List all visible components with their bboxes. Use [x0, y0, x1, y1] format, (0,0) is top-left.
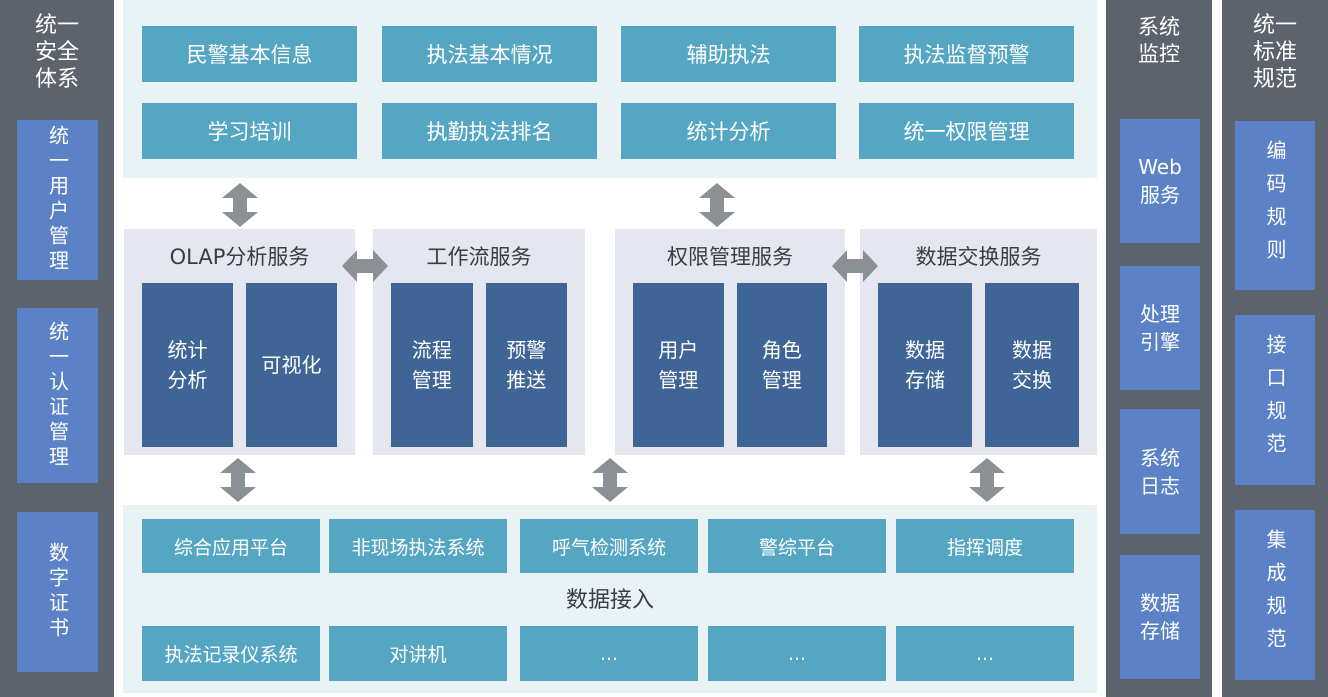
service-box-statistical-analysis: 统计 分析: [142, 283, 233, 447]
service-box-data-storage: 数据 存储: [878, 283, 972, 447]
service-box-data-exchange: 数据 交换: [985, 283, 1079, 447]
service-panel-olap: OLAP分析服务 统计 分析 可视化: [124, 229, 355, 455]
app-box-law-enforcement-info: 执法基本情况: [382, 26, 597, 82]
monitor-sidebar-title: 系统 监控: [1138, 15, 1180, 66]
data-access-title: 数据接入: [565, 588, 654, 613]
double-arrow-horizontal-icon: [342, 250, 388, 282]
access-box-ellipsis-2: ...: [708, 626, 886, 681]
standards-sidebar: 统一 标准 规范 编码规则 接口规范 集成规范: [1222, 0, 1328, 697]
service-panel-workflow-title: 工作流服务: [426, 245, 532, 269]
service-box-visualization: 可视化: [246, 283, 337, 447]
service-panel-data-exchange-title: 数据交换服务: [915, 245, 1042, 269]
service-panel-data-exchange-body: 数据 存储 数据 交换: [860, 283, 1097, 447]
app-box-statistical-analysis: 统计分析: [621, 103, 836, 159]
service-box-role-management: 角色 管理: [736, 283, 827, 447]
access-box-breath-test-system: 呼气检测系统: [520, 519, 698, 573]
double-arrow-vertical-icon: [592, 458, 628, 502]
access-box-offsite-enforcement: 非现场执法系统: [329, 519, 507, 573]
monitor-item-data-storage: 数据 存储: [1120, 555, 1200, 679]
sidebar-item-digital-certificate: 数字证书: [17, 512, 98, 672]
service-panel-data-exchange: 数据交换服务 数据 存储 数据 交换: [860, 229, 1097, 455]
app-box-assisted-enforcement: 辅助执法: [621, 26, 836, 82]
monitor-item-web-service: Web 服务: [1120, 119, 1200, 243]
app-box-unified-permission: 统一权限管理: [859, 103, 1074, 159]
service-box-warning-push: 预警 推送: [485, 283, 567, 447]
monitor-item-system-log: 系统 日志: [1120, 409, 1200, 534]
service-box-process-management: 流程 管理: [391, 283, 473, 447]
sidebar-item-unified-auth-management: 统一认证管理: [17, 308, 98, 483]
standards-item-integration-specification: 集成规范: [1235, 510, 1315, 680]
double-arrow-vertical-icon: [220, 458, 256, 502]
access-box-ellipsis-1: ...: [520, 626, 698, 681]
app-box-supervision-warning: 执法监督预警: [859, 26, 1074, 82]
application-panel: 民警基本信息 执法基本情况 辅助执法 执法监督预警 学习培训 执勤执法排名 统计…: [123, 0, 1097, 178]
access-box-integrated-platform: 综合应用平台: [142, 519, 320, 573]
double-arrow-vertical-icon: [699, 183, 735, 227]
service-panel-permission: 权限管理服务 用户 管理 角色 管理: [615, 229, 845, 455]
data-access-panel: 综合应用平台 非现场执法系统 呼气检测系统 警综平台 指挥调度 数据接入 执法记…: [123, 505, 1097, 693]
service-panel-olap-title: OLAP分析服务: [169, 245, 310, 269]
access-box-body-camera-system: 执法记录仪系统: [142, 626, 320, 681]
access-box-walkie-talkie: 对讲机: [329, 626, 507, 681]
monitor-item-processing-engine: 处理 引擎: [1120, 266, 1200, 390]
service-box-user-management: 用户 管理: [633, 283, 724, 447]
security-sidebar-title: 统一 安全 体系: [34, 13, 79, 92]
access-box-command-dispatch: 指挥调度: [896, 519, 1074, 573]
access-box-ellipsis-3: ...: [896, 626, 1074, 681]
double-arrow-vertical-icon: [969, 458, 1005, 502]
app-box-police-basic-info: 民警基本信息: [142, 26, 357, 82]
service-panel-permission-body: 用户 管理 角色 管理: [615, 283, 845, 447]
monitor-sidebar: 系统 监控 Web 服务 处理 引擎 系统 日志 数据 存储: [1106, 0, 1212, 697]
service-panel-workflow-body: 流程 管理 预警 推送: [373, 283, 585, 447]
double-arrow-vertical-icon: [222, 183, 258, 227]
access-box-police-comprehensive: 警综平台: [708, 519, 886, 573]
security-sidebar: 统一 安全 体系 统一用户管理 统一认证管理 数字证书: [0, 0, 114, 697]
standards-sidebar-title: 统一 标准 规范: [1252, 13, 1297, 92]
service-panel-workflow: 工作流服务 流程 管理 预警 推送: [373, 229, 585, 455]
app-box-learning-training: 学习培训: [142, 103, 357, 159]
standards-item-coding-rules: 编码规则: [1235, 121, 1315, 290]
sidebar-item-unified-user-management: 统一用户管理: [17, 120, 98, 280]
app-box-duty-ranking: 执勤执法排名: [382, 103, 597, 159]
service-panel-olap-body: 统计 分析 可视化: [124, 283, 355, 447]
double-arrow-horizontal-icon: [832, 250, 878, 282]
service-panel-permission-title: 权限管理服务: [667, 245, 793, 269]
standards-item-interface-specification: 接口规范: [1235, 315, 1315, 485]
